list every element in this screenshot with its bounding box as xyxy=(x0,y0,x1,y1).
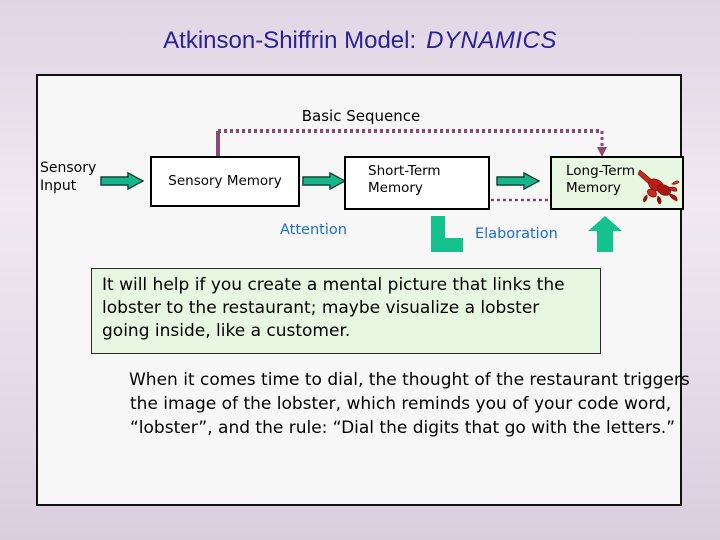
arrow-sensory-input-to-sensory-memory xyxy=(100,172,144,190)
box-short-term-memory: Short-Term Memory xyxy=(344,156,490,210)
memory-model-diagram: Basic Sequence Sensory Input xyxy=(38,76,684,261)
arrow-sensory-memory-to-short-term-memory xyxy=(302,172,346,190)
content-panel: Basic Sequence Sensory Input xyxy=(36,74,690,506)
box-sensory-memory-label: Sensory Memory xyxy=(168,172,282,189)
sensory-input-label: Sensory Input xyxy=(40,159,96,195)
arrow-short-term-memory-to-long-term-memory xyxy=(496,172,540,190)
callout-text-box: It will help if you create a mental pict… xyxy=(91,268,601,354)
box-short-term-memory-label-2: Memory xyxy=(368,180,423,197)
attention-bracket-shape xyxy=(431,216,463,252)
page-title-emphasis: DYNAMICS xyxy=(426,27,557,54)
box-long-term-memory-label-2: Memory xyxy=(566,180,621,197)
page-title: Atkinson-Shiffrin Model: DYNAMICS xyxy=(0,26,720,55)
box-short-term-memory-label-1: Short-Term xyxy=(368,163,441,179)
sensory-input-line-1: Sensory xyxy=(40,160,97,176)
box-long-term-memory-label-1: Long-Term xyxy=(566,163,636,179)
lobster-icon xyxy=(637,169,680,205)
box-sensory-memory: Sensory Memory xyxy=(150,156,300,207)
page-title-main: Atkinson-Shiffrin Model: xyxy=(163,27,417,54)
elaboration-label: Elaboration xyxy=(475,226,558,242)
sensory-input-line-2: Input xyxy=(40,178,77,195)
basic-sequence-label: Basic Sequence xyxy=(301,107,421,125)
box-long-term-memory: Long-Term Memory xyxy=(550,156,684,210)
elaboration-up-arrow xyxy=(588,216,622,252)
body-paragraph: When it comes time to dial, the thought … xyxy=(129,370,690,439)
attention-label: Attention xyxy=(280,222,347,238)
